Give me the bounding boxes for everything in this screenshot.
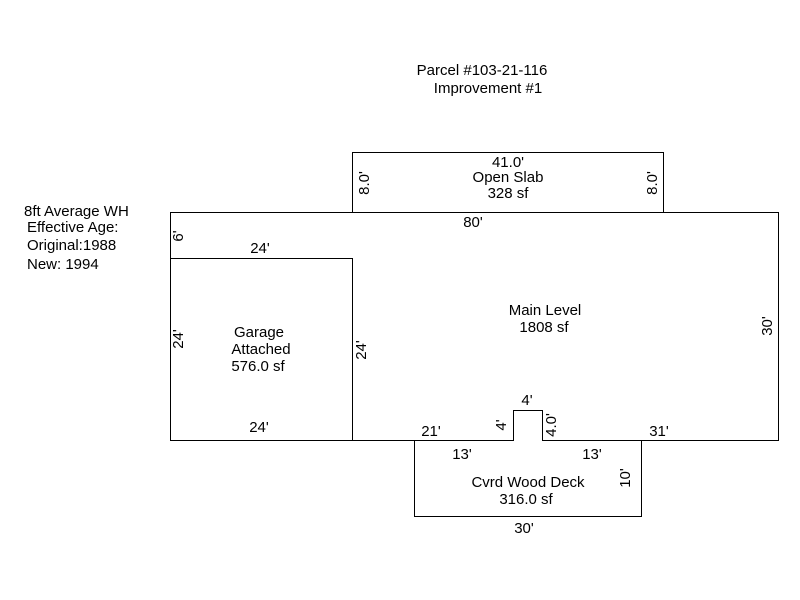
deck-area-value: 316.0 sf	[499, 491, 553, 508]
notch-left-dimension: 4'	[493, 419, 510, 430]
deck-bottom-dimension: 30'	[514, 520, 534, 537]
garage-area-value: 576.0 sf	[231, 358, 285, 375]
main-level-area: 80' 6' Main Level 1808 sf 30' 21' 31' 4'…	[170, 212, 779, 441]
open-slab-right-dimension: 8.0'	[644, 171, 661, 195]
main-level-top-dimension: 80'	[463, 214, 483, 231]
notch-right-dimension: 4.0'	[543, 413, 560, 437]
main-level-bottom-right-dimension: 31'	[649, 423, 669, 440]
open-slab-area-value: 328 sf	[488, 185, 530, 202]
main-level-bottom-left-dimension: 21'	[421, 423, 441, 440]
note-new-year: New: 1994	[27, 256, 99, 273]
open-slab-top-dimension: 41.0'	[492, 154, 524, 171]
note-original-year: Original:1988	[27, 237, 116, 254]
note-effective-age: Effective Age:	[27, 219, 118, 236]
note-wall-height: 8ft Average WH	[24, 203, 129, 220]
open-slab-area: 41.0' Open Slab 328 sf 8.0' 8.0'	[352, 152, 664, 213]
main-level-area-value: 1808 sf	[519, 319, 569, 336]
garage-outline	[170, 258, 353, 441]
main-level-left-upper-dimension: 6'	[170, 230, 187, 241]
open-slab-left-dimension: 8.0'	[356, 171, 373, 195]
notch-top-dimension: 4'	[521, 392, 532, 409]
covered-deck-outline	[414, 440, 642, 517]
property-notes: 8ft Average WH Effective Age: Original:1…	[24, 203, 129, 273]
garage-area: 24' Garage Attached 576.0 sf 24' 24' 24'	[170, 240, 370, 441]
garage-label-line1: Garage	[234, 324, 284, 341]
deck-top-left-dimension: 13'	[452, 446, 472, 463]
sketch-header: Parcel #103-21-116 Improvement #1	[417, 62, 548, 97]
parcel-number: Parcel #103-21-116	[417, 62, 548, 79]
garage-bottom-dimension: 24'	[249, 419, 269, 436]
covered-deck-area: 13' 13' Cvrd Wood Deck 316.0 sf 10' 30'	[414, 440, 642, 537]
garage-right-dimension: 24'	[353, 340, 370, 360]
improvement-number: Improvement #1	[434, 80, 542, 97]
garage-left-dimension: 24'	[170, 329, 187, 349]
deck-label: Cvrd Wood Deck	[471, 474, 585, 491]
main-level-right-dimension: 30'	[759, 316, 776, 336]
open-slab-label: Open Slab	[473, 169, 544, 186]
garage-label-line2: Attached	[231, 341, 290, 358]
deck-top-right-dimension: 13'	[582, 446, 602, 463]
deck-right-dimension: 10'	[617, 468, 634, 488]
main-level-label: Main Level	[509, 302, 582, 319]
garage-top-dimension: 24'	[250, 240, 270, 257]
